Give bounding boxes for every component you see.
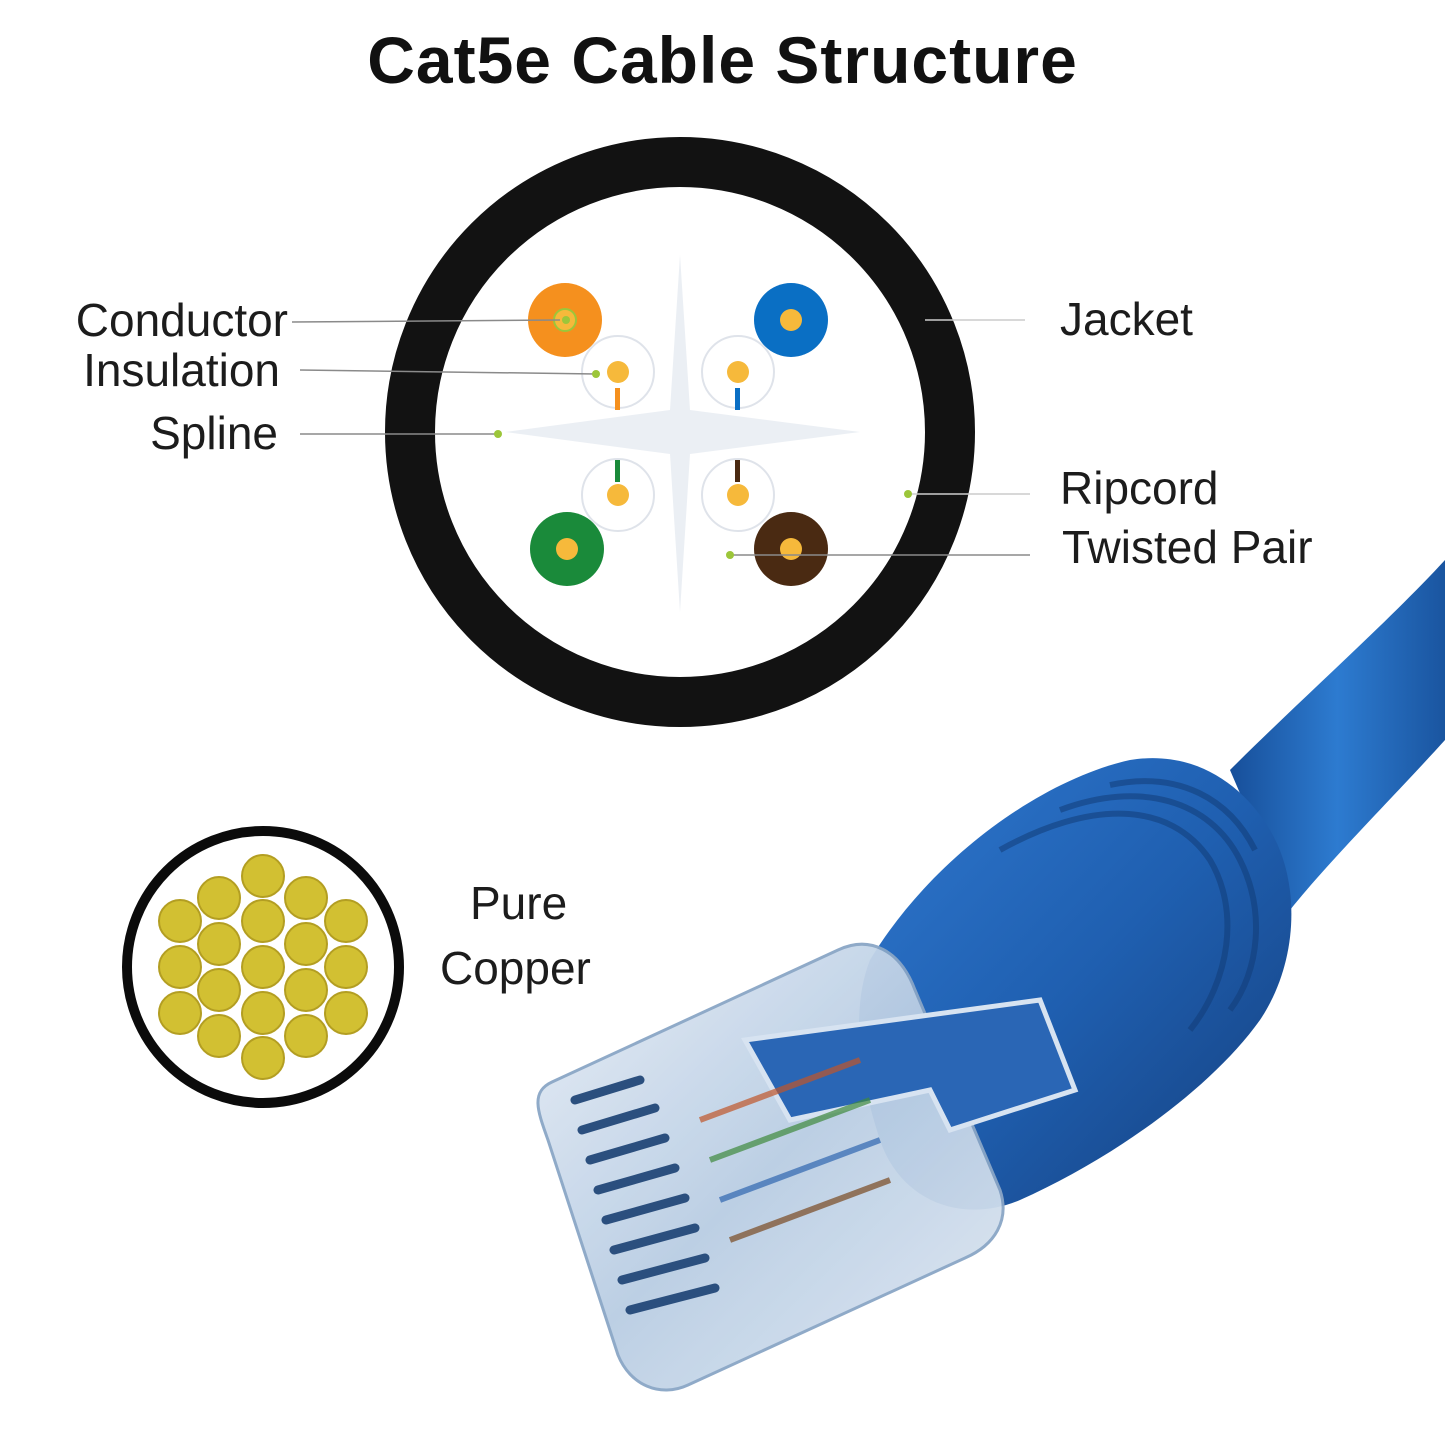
boot-ridges [998, 778, 1259, 1032]
pure-copper-label-line2: Copper [440, 942, 591, 994]
pure-copper-label-line1: Pure [470, 877, 568, 929]
jacket-label: Jacket [1060, 293, 1193, 345]
connector-wires [698, 1057, 892, 1243]
insulation-label: Insulation [83, 344, 280, 396]
conductor-label: Conductor [75, 294, 288, 346]
conductor-blue [754, 283, 828, 357]
twisted-pair-label: Twisted Pair [1062, 521, 1313, 573]
secondary-conductors [607, 361, 749, 506]
conductor-brown [754, 512, 828, 586]
cable-body [1230, 560, 1445, 910]
leader-dots [494, 316, 912, 559]
ripcord-label: Ripcord [1060, 462, 1219, 514]
insulation-leader [299, 369, 597, 375]
leader-lines [291, 319, 1030, 556]
connector-clip [741, 997, 1079, 1134]
page-title: Cat5e Cable Structure [367, 23, 1078, 97]
connector-contacts [570, 1075, 720, 1315]
conductor-green [530, 512, 604, 586]
spline-label: Spline [150, 407, 278, 459]
spline-cross [505, 255, 860, 612]
conductor-leader [291, 319, 561, 323]
copper-strand-icon [122, 826, 404, 1108]
cable-cross-section-icon [385, 137, 975, 727]
rj45-connector-icon [536, 560, 1445, 1392]
